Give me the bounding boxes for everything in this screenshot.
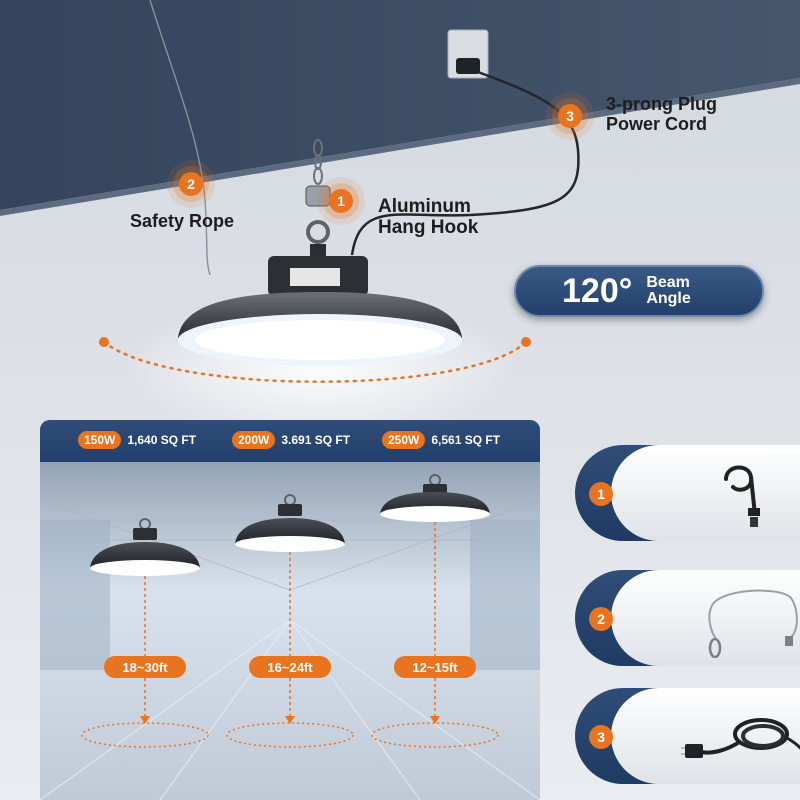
accessory-number: 2 bbox=[589, 607, 613, 631]
beam-angle-badge: 120° Beam Angle bbox=[514, 265, 764, 317]
accessory-card-inner bbox=[611, 570, 800, 666]
mounting-height-200w: 16~24ft bbox=[249, 656, 331, 678]
beam-label-line1: Beam bbox=[646, 274, 690, 291]
accessory-card-inner bbox=[611, 688, 800, 784]
callout-badge-hook: 1 bbox=[329, 189, 353, 213]
warehouse-background bbox=[40, 420, 540, 800]
spec-200w: 200W 3.691 SQ FT bbox=[232, 431, 350, 449]
accessory-number: 3 bbox=[589, 725, 613, 749]
spec-area: 6,561 SQ FT bbox=[431, 433, 501, 447]
callout-label-rope: Safety Rope bbox=[130, 211, 235, 231]
callout-label-hook: Aluminum Hang Hook bbox=[378, 196, 479, 238]
callout-badge-cord: 3 bbox=[558, 104, 582, 128]
coverage-panel: 150W 1,640 SQ FT 200W 3.691 SQ FT 250W 6… bbox=[40, 420, 540, 800]
beam-angle-value: 120° bbox=[562, 271, 633, 310]
accessory-number: 1 bbox=[589, 482, 613, 506]
mounting-height-250w: 12~15ft bbox=[394, 656, 476, 678]
callout-label-cord: 3-prong Plug Power Cord bbox=[606, 94, 717, 134]
spec-watt: 200W bbox=[232, 431, 276, 449]
spec-watt: 150W bbox=[78, 431, 122, 449]
spec-area: 3.691 SQ FT bbox=[281, 433, 351, 447]
spec-250w: 250W 6,561 SQ FT bbox=[382, 431, 500, 449]
callout-badge-rope: 2 bbox=[179, 172, 203, 196]
accessory-card-rope: 2 bbox=[575, 570, 800, 666]
spec-area: 1,640 SQ FT bbox=[127, 433, 197, 447]
spec-watt: 250W bbox=[382, 431, 426, 449]
accessory-card-inner bbox=[611, 445, 800, 541]
accessory-card-cord: 3 bbox=[575, 688, 800, 784]
hook-icon bbox=[724, 465, 760, 527]
accessory-card-hook: 1 bbox=[575, 445, 800, 541]
mounting-height-150w: 18~30ft bbox=[104, 656, 186, 678]
wattage-coverage-bar: 150W 1,640 SQ FT 200W 3.691 SQ FT 250W 6… bbox=[40, 420, 540, 462]
beam-label-line2: Angle bbox=[646, 290, 691, 307]
power-cord-icon bbox=[681, 718, 800, 758]
safety-rope-icon bbox=[708, 589, 798, 658]
spec-150w: 150W 1,640 SQ FT bbox=[78, 431, 196, 449]
beam-angle-label: Beam Angle bbox=[646, 275, 690, 307]
